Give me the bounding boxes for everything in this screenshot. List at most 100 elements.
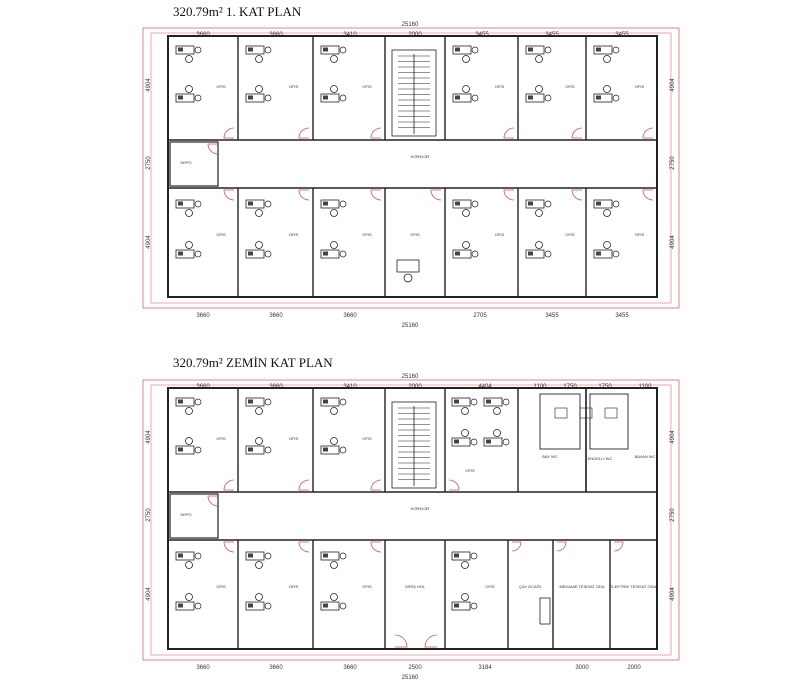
stair-frame <box>391 49 437 137</box>
door-swing <box>370 541 382 553</box>
dimension-top: 3660 <box>269 384 283 390</box>
room-label: OFIS <box>216 232 226 237</box>
room-label: ÇAY OCAĞI <box>519 584 541 589</box>
desk <box>452 249 472 259</box>
chair-icon <box>264 46 272 54</box>
room-label: OFIS <box>289 232 299 237</box>
door-swing <box>424 634 438 648</box>
chair-icon <box>330 241 338 249</box>
chair-icon <box>330 437 338 445</box>
chair-icon <box>185 241 193 249</box>
chair-icon <box>330 209 338 217</box>
chair-icon <box>502 398 510 406</box>
computer-icon <box>486 399 491 404</box>
computer-icon <box>528 95 533 100</box>
chair-icon <box>339 46 347 54</box>
chair-icon <box>185 85 193 93</box>
dimension-top: 2000 <box>408 384 422 390</box>
desk <box>320 397 340 407</box>
computer-icon <box>178 553 183 558</box>
chair-icon <box>255 209 263 217</box>
desk <box>396 259 420 273</box>
dimension-left: 2750 <box>146 508 152 522</box>
chair-icon <box>493 407 501 415</box>
dimension-total-bottom: 25160 <box>402 675 419 681</box>
door-swing <box>571 189 583 201</box>
chair-icon <box>255 407 263 415</box>
dimension-bottom: 3455 <box>545 313 559 319</box>
desk <box>451 601 471 611</box>
desk <box>245 45 265 55</box>
chair-icon <box>470 398 478 406</box>
computer-icon <box>178 201 183 206</box>
dimension-bottom: 2000 <box>627 665 641 671</box>
dimension-bottom: 3660 <box>343 313 357 319</box>
computer-icon <box>248 603 253 608</box>
plan-title-ground-floor: 320.79m² ZEMİN KAT PLAN <box>173 355 333 370</box>
dimension-top: 3455 <box>545 32 559 38</box>
desk <box>593 249 613 259</box>
computer-icon <box>454 439 459 444</box>
chair-icon <box>185 407 193 415</box>
door-swing <box>394 634 408 648</box>
computer-icon <box>323 447 328 452</box>
door-swing <box>207 143 219 155</box>
chair-icon <box>255 55 263 63</box>
chair-icon <box>603 209 611 217</box>
toilet-icon <box>604 407 618 419</box>
chair-icon <box>330 593 338 601</box>
door-swing <box>223 541 235 553</box>
room-label: OFIS <box>289 584 299 589</box>
desk <box>320 551 340 561</box>
chair-icon <box>535 55 543 63</box>
desk <box>452 45 472 55</box>
dimension-bottom: 3660 <box>343 665 357 671</box>
dimension-right: 4904 <box>670 430 676 444</box>
chair-icon <box>330 407 338 415</box>
dimension-top: 3660 <box>269 32 283 38</box>
computer-icon <box>178 47 183 52</box>
wc-cubicle <box>539 393 581 450</box>
room-label: OFIS <box>289 436 299 441</box>
dimension-left: 4904 <box>146 587 152 601</box>
computer-icon <box>248 251 253 256</box>
outer-wall <box>167 387 658 650</box>
chair-icon <box>612 46 620 54</box>
chair-icon <box>185 437 193 445</box>
dimension-frame-inner <box>150 384 672 656</box>
dimension-top: 3660 <box>196 32 210 38</box>
room-label: MEKANİK TESİSAT ODA <box>559 584 604 589</box>
dimension-top: 1100 <box>534 384 548 390</box>
desk <box>175 45 195 55</box>
room-label: GİRİŞ HOL <box>405 584 426 589</box>
room-label: OFIS <box>216 584 226 589</box>
staircase <box>391 401 437 489</box>
desk <box>452 93 472 103</box>
stair-frame <box>391 401 437 489</box>
room-label: OFIS <box>635 84 645 89</box>
dimension-right: 4904 <box>670 587 676 601</box>
desk <box>245 249 265 259</box>
desk <box>525 199 545 209</box>
desk <box>320 199 340 209</box>
room-label: OFIS <box>565 84 575 89</box>
chair-icon <box>194 250 202 258</box>
chair-icon <box>194 552 202 560</box>
door-swing <box>556 541 567 552</box>
dimension-bottom: 2705 <box>473 313 487 319</box>
dimension-top: 3660 <box>196 384 210 390</box>
chair-icon <box>461 407 469 415</box>
room-label: OFIS <box>485 584 495 589</box>
dimension-top: 3410 <box>343 384 357 390</box>
dimension-top: 3455 <box>475 32 489 38</box>
desk <box>245 601 265 611</box>
chair-icon <box>330 85 338 93</box>
chair-icon <box>264 250 272 258</box>
desk <box>175 199 195 209</box>
chair-icon <box>470 602 478 610</box>
door-swing <box>642 127 654 139</box>
dimension-top: 3455 <box>615 32 629 38</box>
room-label: OFIS <box>216 436 226 441</box>
counter <box>539 597 551 625</box>
